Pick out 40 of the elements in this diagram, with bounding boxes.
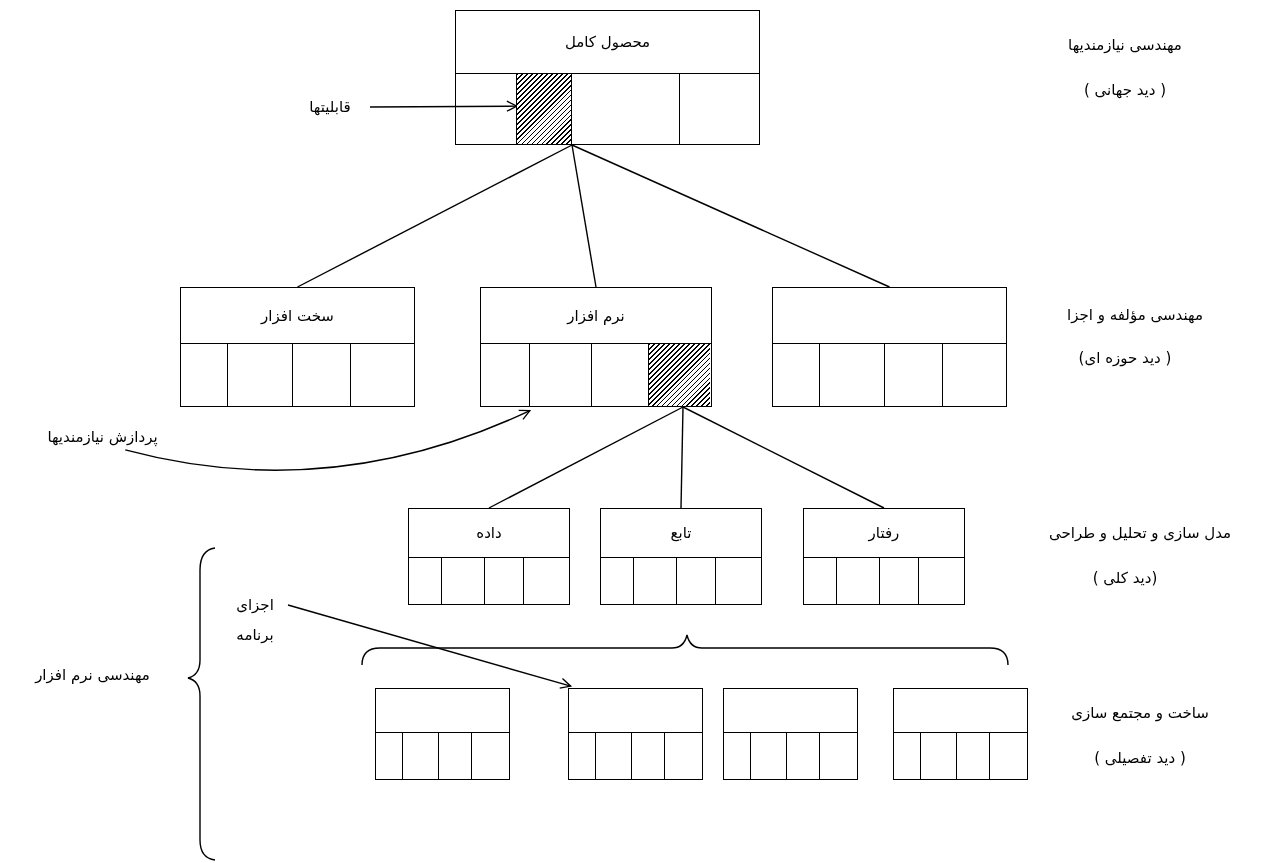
hierarchy-box [803, 508, 965, 605]
box-title: رفتار [868, 524, 900, 542]
level-label: ( دید حوزه ای) [1077, 348, 1173, 369]
connector-line [296, 144, 573, 288]
hierarchy-box [408, 508, 570, 605]
hierarchy-box [480, 287, 712, 407]
level-label: مهندسی نرم افزار [33, 665, 151, 686]
empty-box [375, 688, 510, 780]
callout-text: پردازش نیازمندیها [15, 422, 190, 452]
connector-line [488, 406, 684, 509]
leader-arrow [287, 604, 572, 689]
level-label: ساخت و مجتمع سازی [1070, 703, 1210, 724]
level-label: مهندسی نیازمندیها [1067, 35, 1183, 56]
empty-box [772, 287, 1007, 407]
hatched-cell [648, 343, 710, 406]
level-label: مدل سازی و تحلیل و طراحی [1047, 523, 1233, 544]
level-label: ( دید تفصیلی ) [1093, 748, 1187, 769]
callout-text: اجزای برنامه [225, 590, 285, 650]
hierarchy-box [180, 287, 415, 407]
empty-box [568, 688, 703, 780]
box-title: تابع [670, 524, 692, 542]
level-label: ( دید جهانی ) [1082, 80, 1168, 101]
box-title: محصول کامل [564, 33, 651, 51]
leader-arrow [124, 409, 531, 471]
empty-box [893, 688, 1028, 780]
hatched-cell [516, 73, 571, 144]
hierarchy-box [455, 10, 760, 145]
level-label: (دید کلی ) [1091, 568, 1159, 589]
hierarchy-box [600, 508, 762, 605]
empty-box [723, 688, 858, 780]
connector-line [571, 144, 891, 288]
leader-arrow [369, 100, 518, 112]
connector-line [680, 406, 684, 509]
connector-line [682, 406, 885, 509]
box-title: نرم افزار [567, 306, 625, 325]
box-title: داده [476, 524, 502, 542]
level-label: مهندسی مؤلفه و اجزا [1066, 305, 1204, 326]
connector-line [571, 144, 597, 288]
callout-text: قابلیتها [290, 92, 370, 122]
box-title: سخت افزار [261, 306, 334, 325]
